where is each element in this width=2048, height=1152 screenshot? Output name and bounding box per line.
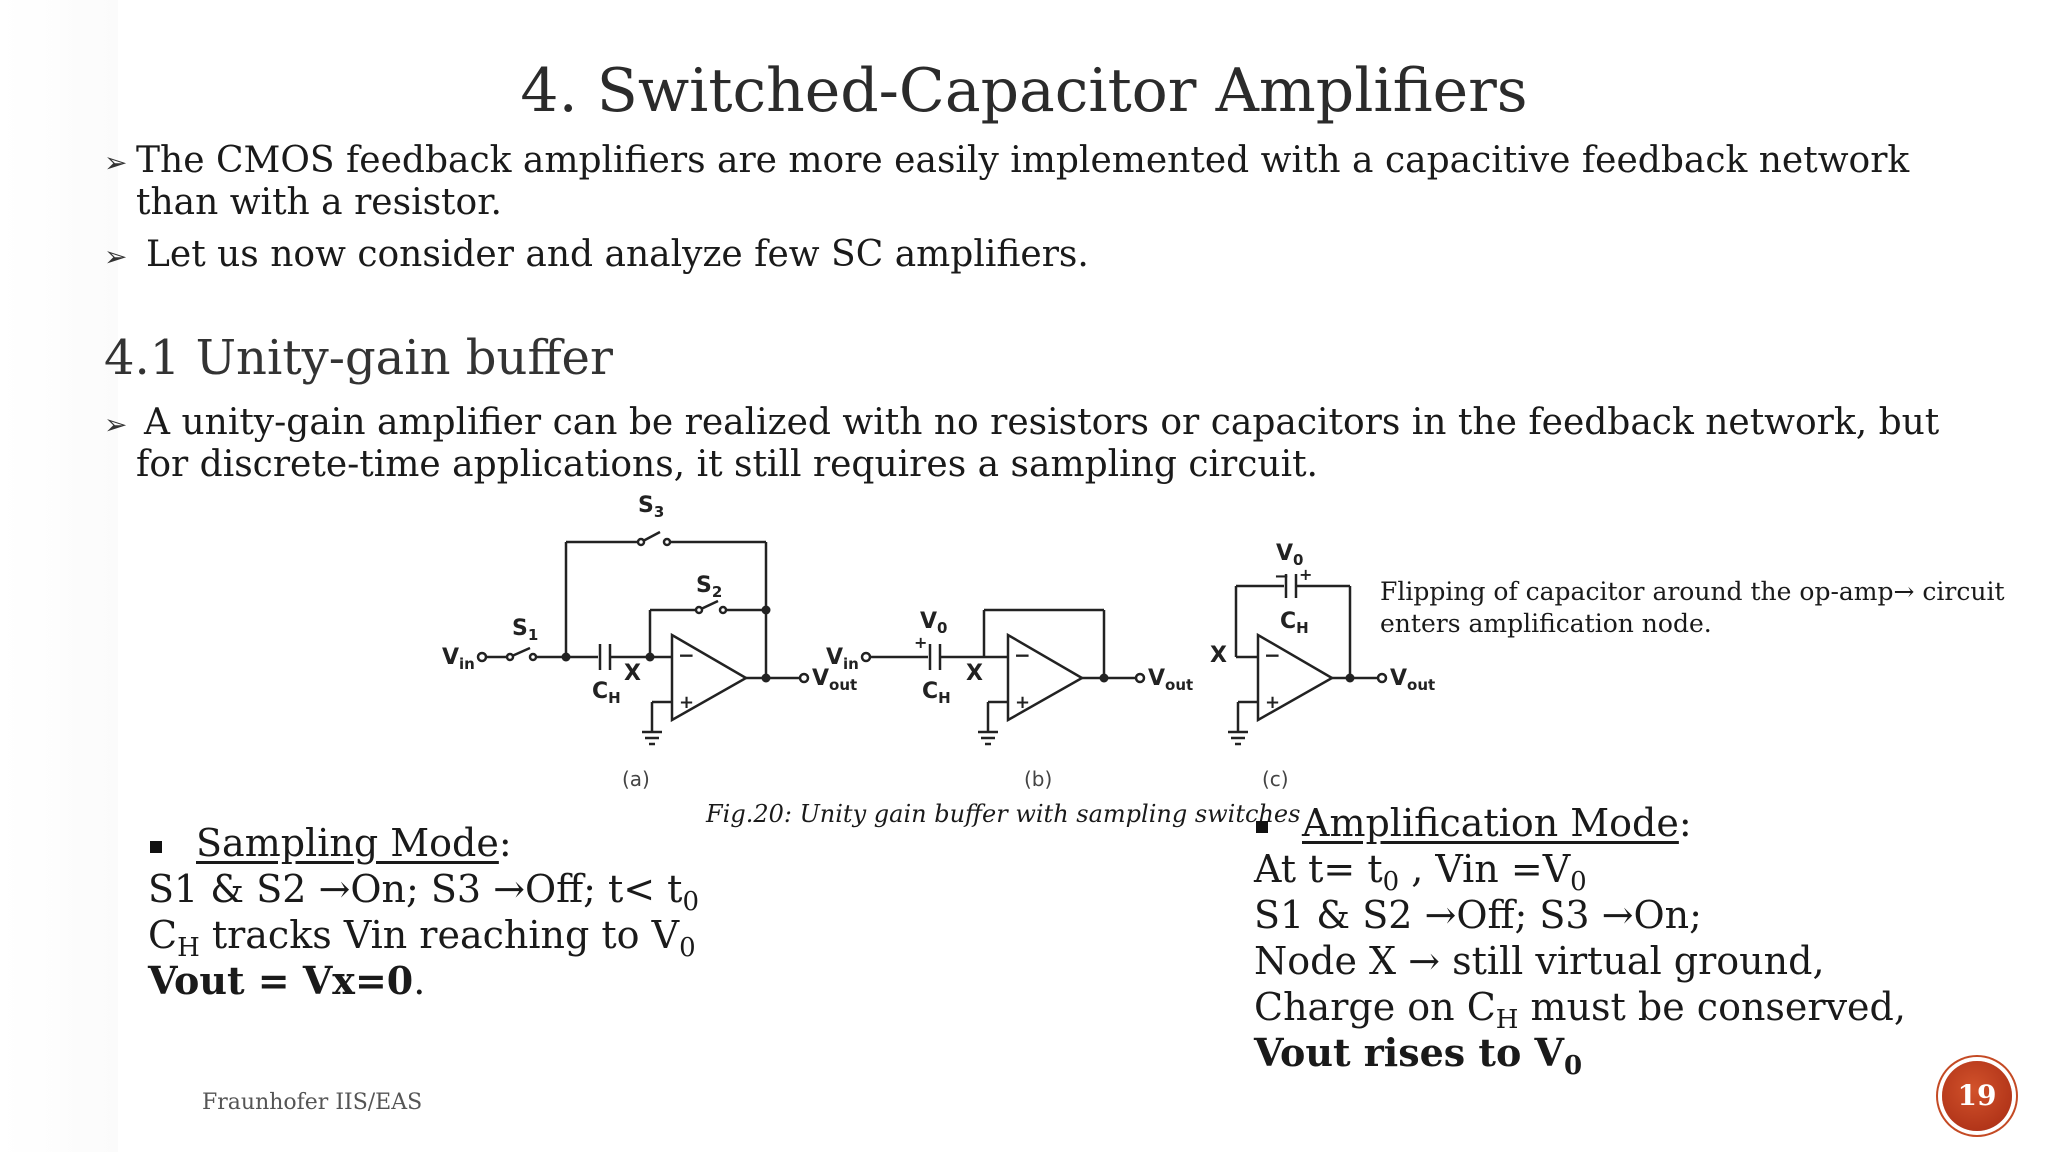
ch-label: CH bbox=[922, 679, 951, 707]
vout-label: Vout bbox=[812, 666, 857, 694]
vin-label: Vin bbox=[826, 645, 859, 673]
section-heading: 4.1 Unity-gain buffer bbox=[104, 330, 613, 386]
ch-label: CH bbox=[592, 679, 621, 707]
s2-label: S2 bbox=[696, 573, 722, 601]
section-bullet-line-1: A unity-gain amplifier can be realized w… bbox=[144, 402, 1940, 443]
panel-a-label: (a) bbox=[622, 767, 650, 791]
node-x-label: X bbox=[624, 661, 641, 686]
plus-label: + bbox=[1299, 565, 1312, 584]
square-bullet-icon bbox=[150, 840, 162, 853]
v0-label: V0 bbox=[920, 609, 947, 637]
slide-left-margin bbox=[0, 0, 118, 1152]
amplification-line-2: S1 & S2 →Off; S3 →On; bbox=[1254, 893, 1702, 937]
circuit-figure: S3 S2 S1 Vin CH X Vout − + Vin V0 + CH X… bbox=[442, 493, 1435, 791]
plus-label: + bbox=[914, 633, 927, 652]
amplification-line-4: Charge on CH must be conserved, bbox=[1254, 985, 1906, 1035]
node-x-label: X bbox=[966, 661, 983, 686]
slide-title: 4. Switched-Capacitor Amplifiers bbox=[520, 56, 1528, 126]
sampling-line-3: Vout = Vx=0. bbox=[148, 958, 426, 1003]
amplification-line-5: Vout rises to V0 bbox=[1254, 1030, 1583, 1081]
ch-label: CH bbox=[1280, 609, 1309, 637]
vin-label: Vin bbox=[442, 645, 475, 673]
figure-note-line-1: Flipping of capacitor around the op-amp→… bbox=[1380, 577, 2005, 606]
vout-label: Vout bbox=[1148, 666, 1193, 694]
arrow-bullet-icon: ➢ bbox=[104, 240, 128, 273]
footer-text: Fraunhofer IIS/EAS bbox=[202, 1090, 423, 1115]
figure-note-line-2: enters amplification node. bbox=[1380, 609, 1712, 638]
panel-c-label: (c) bbox=[1262, 767, 1289, 791]
amplification-line-3: Node X → still virtual ground, bbox=[1254, 939, 1825, 983]
arrow-bullet-icon: ➢ bbox=[104, 146, 128, 179]
minus-label: − bbox=[1014, 643, 1031, 667]
vout-label: Vout bbox=[1390, 666, 1435, 694]
panel-b-label: (b) bbox=[1024, 767, 1052, 791]
amplification-line-1: At t= t0 , Vin =V0 bbox=[1254, 847, 1587, 897]
figure-caption: Fig.20: Unity gain buffer with sampling … bbox=[706, 800, 1301, 828]
s3-label: S3 bbox=[638, 493, 664, 521]
sampling-line-2: CH tracks Vin reaching to V0 bbox=[148, 913, 696, 963]
sampling-line-1: S1 & S2 →On; S3 →Off; t< t0 bbox=[148, 867, 699, 917]
section-bullet-line-2: for discrete-time applications, it still… bbox=[136, 444, 1318, 485]
amplification-heading: Amplification Mode: bbox=[1256, 800, 1692, 846]
page-number-badge: 19 bbox=[1942, 1061, 2012, 1131]
plus-label: + bbox=[1015, 692, 1030, 713]
s1-label: S1 bbox=[512, 616, 538, 644]
v0-label: V0 bbox=[1276, 541, 1303, 569]
minus-label: − bbox=[1274, 566, 1289, 587]
bullet-1-line-1: The CMOS feedback amplifiers are more ea… bbox=[136, 140, 1910, 181]
sampling-heading: Sampling Mode: bbox=[150, 820, 512, 866]
plus-label: + bbox=[679, 692, 694, 713]
bullet-1-line-2: than with a resistor. bbox=[136, 182, 502, 223]
square-bullet-icon bbox=[1256, 820, 1268, 833]
page-number: 19 bbox=[1957, 1079, 1997, 1112]
minus-label: − bbox=[1264, 643, 1281, 667]
plus-label: + bbox=[1265, 692, 1280, 713]
minus-label: − bbox=[678, 643, 695, 667]
arrow-bullet-icon: ➢ bbox=[104, 408, 128, 441]
bullet-2: Let us now consider and analyze few SC a… bbox=[146, 234, 1089, 275]
node-x-label: X bbox=[1210, 643, 1227, 668]
